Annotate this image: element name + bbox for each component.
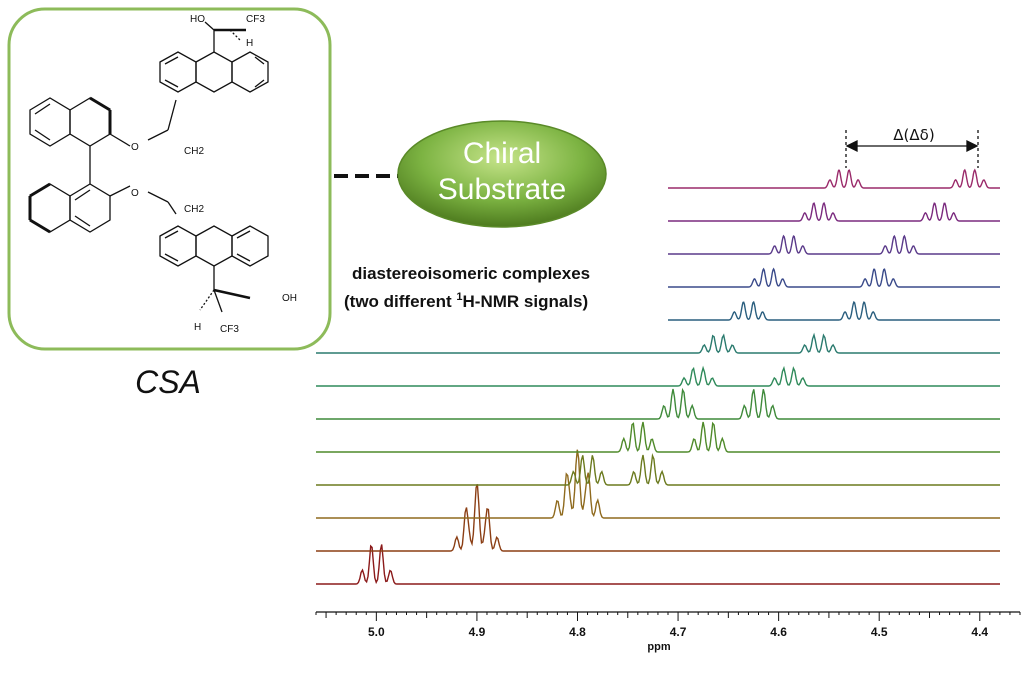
spectrum-trace xyxy=(316,452,1000,486)
substrate-line1: Chiral xyxy=(463,137,541,170)
spectrum-trace xyxy=(668,168,1000,189)
x-tick-label: 4.5 xyxy=(871,625,888,639)
csa-label: CSA xyxy=(135,364,201,400)
atom-ch2-lower: CH2 xyxy=(184,204,204,215)
delta-arrow-head-left xyxy=(845,139,858,153)
atom-oh-bottom: OH xyxy=(282,293,297,304)
complex-label-line2: (two different 1H-NMR signals) xyxy=(344,291,588,311)
spectrum-trace xyxy=(316,421,1000,453)
atom-ch2-upper: CH2 xyxy=(184,146,204,157)
atom-ho-top: HO xyxy=(190,14,205,25)
spectrum-trace xyxy=(668,201,1000,222)
complex-label-suffix: H-NMR signals) xyxy=(463,292,589,311)
spectrum-trace xyxy=(316,544,1000,585)
spectrum-trace xyxy=(668,234,1000,255)
complex-label-sup: 1 xyxy=(456,291,462,303)
x-tick-label: 4.8 xyxy=(569,625,586,639)
delta-arrow-head-right xyxy=(966,139,979,153)
csa-atom-labels: HO CF3 H O CH2 O CH2 OH H CF3 xyxy=(131,14,297,335)
complex-label-prefix: (two different xyxy=(344,292,456,311)
x-tick-label: 4.6 xyxy=(770,625,787,639)
x-tick-label: 5.0 xyxy=(368,625,385,639)
csa-box xyxy=(7,7,332,351)
nmr-spectrum: 5.0 4.9 4.8 4.7 4.6 4.5 4.4 ppm xyxy=(315,168,1021,653)
csa-structure xyxy=(28,21,269,313)
atom-o-upper: O xyxy=(131,142,139,153)
spectrum-trace xyxy=(316,484,1000,552)
anthracene-top xyxy=(159,30,269,93)
spectrum-trace xyxy=(668,267,1000,288)
x-axis-label: ppm xyxy=(647,641,670,653)
atom-cf3-bottom: CF3 xyxy=(220,324,239,335)
atom-cf3-top: CF3 xyxy=(246,14,265,25)
delta-annotation: Δ(Δδ) xyxy=(845,126,979,168)
spectrum-trace xyxy=(316,449,1000,519)
csa-panel: HO CF3 H O CH2 O CH2 OH H CF3 CSA xyxy=(7,7,332,400)
anthracene-bottom xyxy=(159,225,269,290)
atom-o-lower: O xyxy=(131,188,139,199)
spectrum-trace xyxy=(316,365,1000,387)
spectrum-trace xyxy=(668,300,1000,321)
complex-label-line1: diastereoisomeric complexes xyxy=(352,264,590,283)
x-tick-label: 4.9 xyxy=(469,625,486,639)
atom-h-bottom: H xyxy=(194,322,201,333)
delta-label: Δ(Δδ) xyxy=(893,126,934,144)
spectrum-trace xyxy=(316,387,1000,420)
atom-h-top: H xyxy=(246,38,253,49)
complex-label: diastereoisomeric complexes (two differe… xyxy=(344,264,590,311)
chiral-substrate-ellipse: Chiral Substrate xyxy=(397,120,607,228)
spectrum-trace xyxy=(316,332,1000,354)
substrate-line2: Substrate xyxy=(438,173,566,206)
x-tick-label: 4.7 xyxy=(670,625,687,639)
x-tick-label: 4.4 xyxy=(971,625,988,639)
